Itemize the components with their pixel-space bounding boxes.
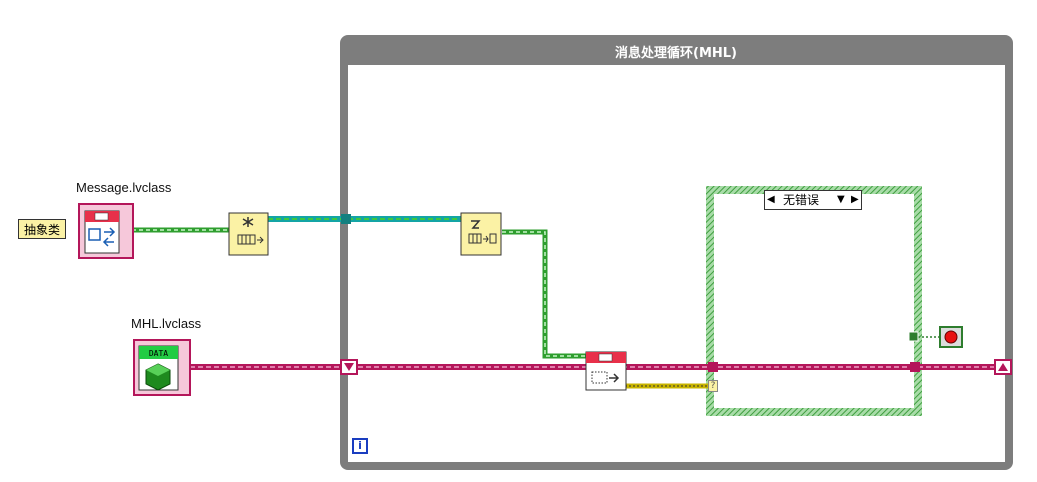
decrement-arrow-icon[interactable]: ◀ [767,194,775,205]
dropdown-arrow-icon[interactable]: ▼ [837,194,845,205]
queue-tunnel[interactable] [341,214,351,224]
data-badge: DATA [149,349,168,358]
message-wire[interactable] [132,227,587,359]
shift-register-right[interactable] [994,359,1012,375]
case-boolean-tunnel[interactable] [908,331,919,342]
loop-title: 消息处理循环(MHL) [615,46,737,61]
dequeue-node[interactable] [460,212,502,256]
shift-register-left[interactable] [340,359,358,375]
obtain-queue-node[interactable] [228,212,269,256]
case-selector[interactable]: ◀ 无错误 ▼ ▶ [764,190,862,210]
case-input-tunnel[interactable] [708,362,718,372]
case-selector-label: 无错误 [783,193,820,207]
mhl-class-icon[interactable]: DATA [133,339,191,396]
case-output-tunnel[interactable] [910,362,920,372]
stop-icon[interactable] [939,326,963,348]
case-selector-terminal[interactable]: ? [708,380,718,392]
increment-arrow-icon[interactable]: ▶ [851,194,859,205]
message-class-icon[interactable] [78,203,134,259]
message-class-label: Message.lvclass [76,180,172,195]
mhl-class-label: MHL.lvclass [131,316,202,331]
do-message-node[interactable] [585,351,627,391]
iteration-info-icon[interactable]: i [352,438,368,454]
abstract-class-constant[interactable]: 抽象类 [18,219,66,239]
case-structure[interactable] [706,186,922,416]
